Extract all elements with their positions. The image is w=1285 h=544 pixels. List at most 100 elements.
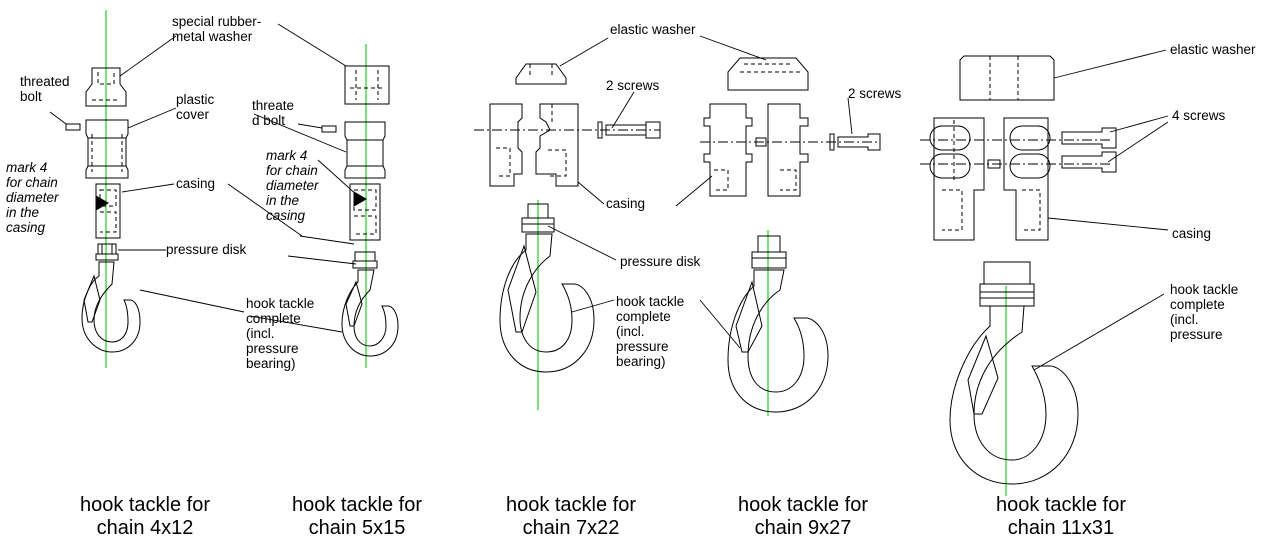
label-pressure-disk-c: pressure disk xyxy=(620,254,701,269)
label-threated-bolt-a: threated bolt xyxy=(20,74,70,104)
label-line: mark 4 xyxy=(266,148,308,163)
casing-right-hidden xyxy=(780,170,796,190)
label-line: casing xyxy=(6,220,46,235)
casing-right-hidden xyxy=(1022,190,1040,230)
caption-5x15: hook tackle for chain 5x15 xyxy=(262,494,452,540)
plastic-cover xyxy=(345,122,385,178)
hook-latch xyxy=(84,276,100,322)
label-line: complete xyxy=(246,311,301,326)
label-line: bearing) xyxy=(246,356,296,371)
caption-line: chain 4x12 xyxy=(96,517,194,539)
label-line: pressure xyxy=(1170,327,1223,342)
hook-latch xyxy=(346,282,362,326)
label-line: threated xyxy=(20,74,70,89)
label-line: casing xyxy=(266,208,306,223)
label-line: in the xyxy=(266,193,300,208)
screw-stub xyxy=(988,160,1000,168)
hook-latch xyxy=(968,336,998,414)
pressure-disk xyxy=(758,236,780,252)
assembly-5x15 xyxy=(322,44,398,368)
casing xyxy=(96,184,120,238)
caption-line: chain 9x27 xyxy=(754,517,852,539)
screw-washer xyxy=(598,122,602,138)
label-line: (incl. xyxy=(1170,312,1199,327)
elastic-washer xyxy=(516,64,566,84)
elastic-washer-hidden xyxy=(530,64,552,78)
label-screws-c: 2 screws xyxy=(606,78,660,93)
casing-right-slot xyxy=(1010,154,1050,178)
label-pressure-disk-a: pressure disk xyxy=(166,242,247,257)
label-line: metal washer xyxy=(172,29,253,44)
label-line: complete xyxy=(616,309,671,324)
label-line: pressure xyxy=(246,341,299,356)
screw xyxy=(1062,128,1116,148)
hook-body xyxy=(342,270,398,356)
hook-latch xyxy=(736,282,762,352)
caption-line: hook tackle for xyxy=(291,494,423,516)
pressure-disk-detail xyxy=(752,252,786,268)
casing-right xyxy=(1004,118,1048,240)
label-special-washer: special rubber- metal washer xyxy=(172,14,261,44)
casing-left xyxy=(704,104,752,196)
label-line: bolt xyxy=(20,89,42,104)
casing-right-hidden xyxy=(548,104,566,176)
label-line: diameter xyxy=(266,178,319,193)
caption-line: hook tackle for xyxy=(505,494,637,516)
label-screws-e: 4 screws xyxy=(1172,108,1226,123)
pressure-disk-detail xyxy=(353,261,377,268)
threated-bolt xyxy=(66,124,80,130)
special-washer-hidden xyxy=(92,72,120,100)
casing-left-slot xyxy=(930,126,970,150)
casing-left-hidden xyxy=(496,148,510,176)
label-line: hook tackle xyxy=(1170,282,1239,297)
label-line: complete xyxy=(1170,297,1225,312)
caption-line: chain 11x31 xyxy=(1007,517,1115,539)
label-line: d bolt xyxy=(252,113,286,128)
label-hook-complete-a: hook tackle complete (incl. pressure bea… xyxy=(246,296,314,371)
pressure-disk xyxy=(984,262,1030,284)
casing-right-slot xyxy=(1010,126,1050,150)
label-line: special rubber- xyxy=(172,14,262,29)
label-casing-c: casing xyxy=(606,196,646,211)
label-elastic-washer-c: elastic washer xyxy=(610,22,696,37)
label-line: threate xyxy=(252,98,295,113)
label-screws-d: 2 screws xyxy=(848,86,902,101)
chain-mark-triangle xyxy=(96,196,108,210)
caption-line: chain 7x22 xyxy=(522,517,620,539)
label-line: mark 4 xyxy=(6,160,48,175)
casing xyxy=(350,184,380,240)
casing-left-hidden xyxy=(942,120,962,230)
pressure-disk xyxy=(98,244,116,254)
caption-11x31: hook tackle for chain 11x31 xyxy=(966,494,1156,540)
label-plastic-cover: plastic cover xyxy=(176,92,214,122)
label-line: cover xyxy=(176,107,210,122)
pressure-disk-detail xyxy=(522,218,554,232)
assembly-9x27 xyxy=(700,58,880,416)
elastic-washer-hidden xyxy=(990,56,1018,100)
label-elastic-washer-e: elastic washer xyxy=(1170,42,1256,57)
special-washer xyxy=(345,66,389,104)
screw-washer xyxy=(830,134,834,150)
screw xyxy=(606,122,660,138)
label-line: in the xyxy=(6,205,40,220)
label-line: pressure xyxy=(616,339,669,354)
special-washer-hidden xyxy=(350,70,384,100)
hook-body xyxy=(950,306,1078,484)
label-casing-e: casing xyxy=(1172,226,1212,241)
label-line: plastic xyxy=(176,92,215,107)
label-line: for chain xyxy=(266,163,318,178)
label-hook-complete-c: hook tackle complete (incl. pressure bea… xyxy=(616,294,684,369)
pressure-disk xyxy=(355,252,375,261)
label-hook-complete-e: hook tackle complete (incl. pressure xyxy=(1170,282,1238,342)
screw-stub xyxy=(756,138,766,146)
label-line: (incl. xyxy=(616,324,645,339)
label-line: for chain xyxy=(6,175,58,190)
elastic-washer xyxy=(728,58,808,90)
screw xyxy=(838,134,880,150)
casing-hidden xyxy=(100,190,116,232)
pressure-disk-detail xyxy=(96,244,118,260)
label-line: bearing) xyxy=(616,354,666,369)
casing-left-hidden xyxy=(714,170,728,190)
caption-line: hook tackle for xyxy=(737,494,869,516)
assembly-7x22 xyxy=(474,64,660,410)
